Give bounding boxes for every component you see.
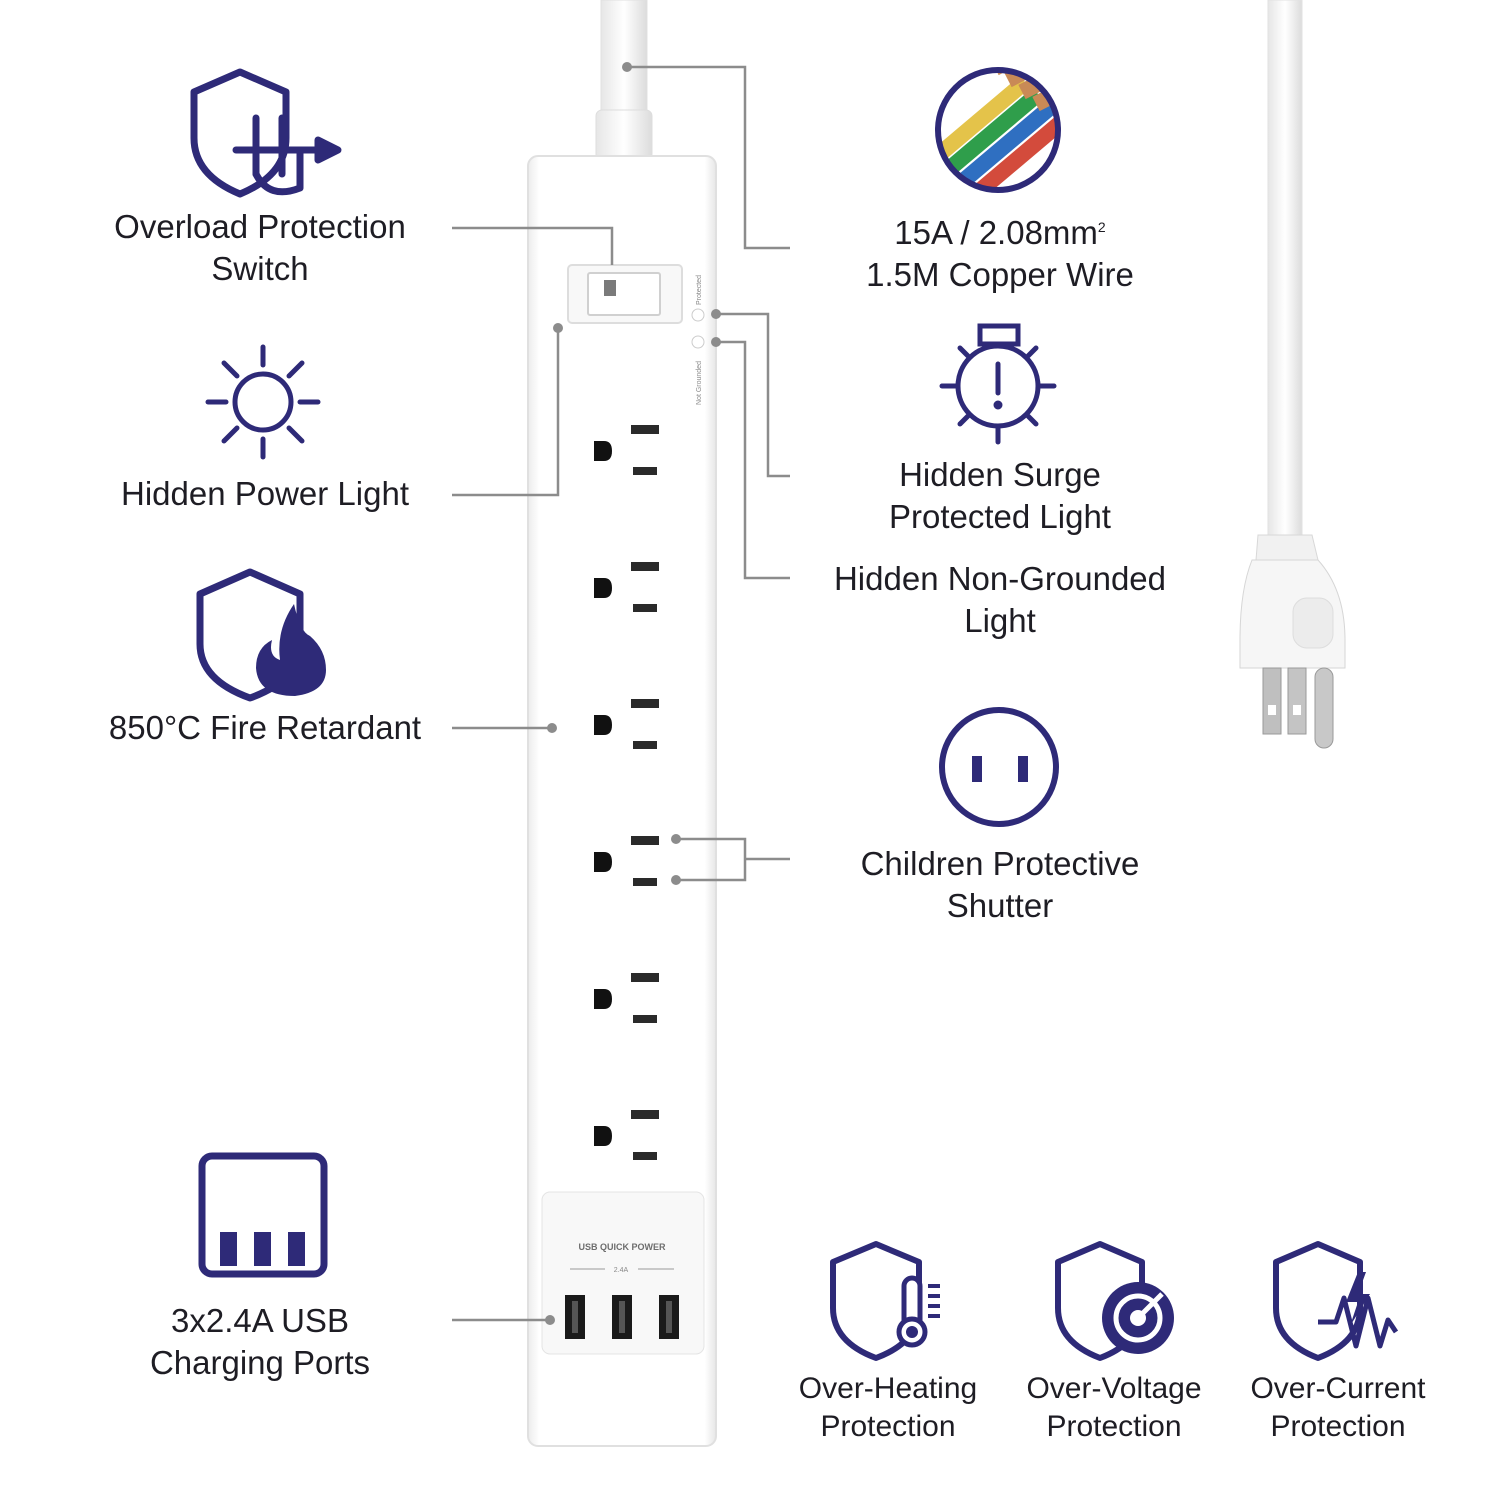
label-power-light: Hidden Power Light <box>120 475 409 512</box>
not-grounded-indicator <box>691 335 705 349</box>
shield-voltage-icon <box>1055 1241 1174 1361</box>
usb-port[interactable] <box>565 1295 585 1339</box>
outlet <box>594 699 659 749</box>
outlet <box>594 425 659 475</box>
shield-current-icon <box>1273 1241 1399 1361</box>
usb-port-icon <box>198 1152 328 1278</box>
label-over-current: Over-Current Protection <box>1250 1372 1426 1443</box>
sun-light-icon <box>205 344 321 460</box>
label-overload-switch: Overload Protection Switch <box>114 208 406 287</box>
power-cord-top <box>600 0 648 121</box>
surge-light-icon <box>939 323 1057 445</box>
label-non-grounded-light: Hidden Non-Grounded Light <box>833 560 1167 639</box>
label-surge-light: Hidden Surge Protected Light <box>889 456 1111 535</box>
usb-rating: 2.4A <box>614 1267 629 1274</box>
outlet <box>594 1110 659 1160</box>
copper-wire-icon <box>935 67 1061 193</box>
outlet-shutter-icon <box>939 707 1059 827</box>
usb-panel-title: USB QUICK POWER <box>578 1242 666 1252</box>
label-copper-wire: 15A / 2.08mm2 1.5M Copper Wire <box>866 214 1134 293</box>
protected-indicator <box>691 308 705 322</box>
power-cord-right <box>1267 0 1303 546</box>
outlet <box>594 973 659 1023</box>
usb-port[interactable] <box>659 1295 679 1339</box>
label-over-heating: Over-Heating Protection <box>798 1372 978 1443</box>
label-child-shutter: Children Protective Shutter <box>860 845 1140 924</box>
label-fire-retardant: 850°C Fire Retardant <box>108 709 422 746</box>
leader-lines <box>452 65 790 1322</box>
not-grounded-text: Not Grounded <box>696 361 703 405</box>
power-strip-body <box>527 155 717 1447</box>
protected-text: Protected <box>696 275 703 305</box>
leader-dots <box>545 62 721 1325</box>
outlet <box>594 562 659 612</box>
overload-switch[interactable] <box>567 264 683 324</box>
outlet-group <box>594 425 659 1160</box>
plug <box>1239 534 1346 749</box>
usb-panel: USB QUICK POWER 2.4A <box>541 1191 705 1355</box>
shield-thermometer-icon <box>830 1241 940 1361</box>
cord-strain-relief <box>595 109 653 161</box>
label-usb-ports: 3x2.4A USB Charging Ports <box>149 1302 371 1381</box>
shield-plug-icon <box>190 68 342 198</box>
outlet <box>594 836 659 886</box>
label-over-voltage: Over-Voltage Protection <box>1026 1372 1202 1443</box>
usb-port[interactable] <box>612 1295 632 1339</box>
shield-fire-icon <box>196 568 326 702</box>
